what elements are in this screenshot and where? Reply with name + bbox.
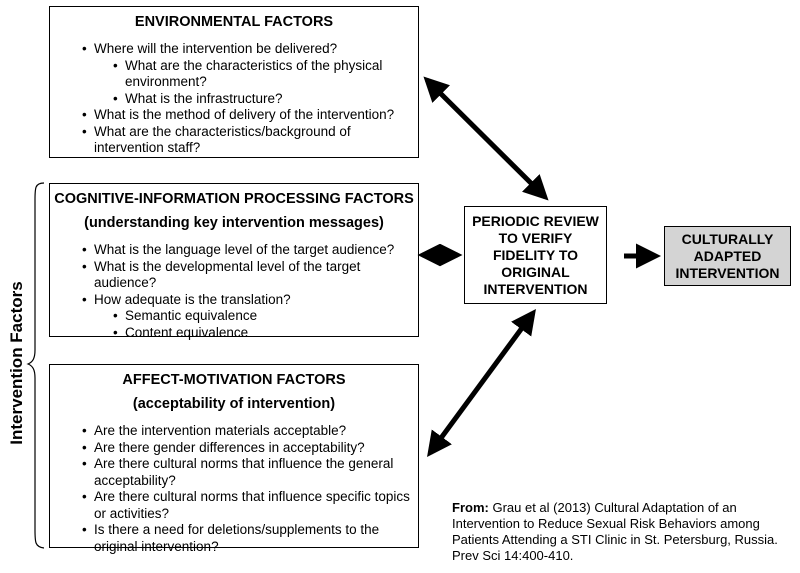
list-item: Are there gender differences in acceptab… [82, 440, 418, 457]
arrow-affect-review [427, 308, 536, 458]
environmental-factors-box: ENVIRONMENTAL FACTORS Where will the int… [49, 6, 419, 158]
list-item: Where will the intervention be delivered… [82, 41, 418, 58]
affect-motivation-subtitle: (acceptability of intervention) [132, 396, 336, 412]
intervention-factors-brace [26, 182, 45, 549]
list-item: Are there cultural norms that influence … [82, 456, 418, 489]
list-item: What is the developmental level of the t… [82, 259, 418, 292]
list-item: What is the method of delivery of the in… [82, 107, 418, 124]
cognitive-factors-subtitle: (understanding key intervention messages… [84, 215, 384, 231]
arrow-environmental-review [423, 76, 549, 201]
affect-motivation-list: Are the intervention materials acceptabl… [50, 423, 418, 555]
environmental-factors-title: ENVIRONMENTAL FACTORS [134, 14, 334, 30]
list-item: Content equivalence [113, 325, 418, 342]
list-item: Semantic equivalence [113, 308, 418, 325]
list-item: Is there a need for deletions/supplement… [82, 522, 418, 555]
list-item: What is the language level of the target… [82, 242, 418, 259]
citation-text: Grau et al (2013) Cultural Adaptation of… [452, 500, 778, 563]
culturally-adapted-title: CULTURALLY ADAPTED INTERVENTION [675, 230, 780, 281]
periodic-review-box: PERIODIC REVIEW TO VERIFY FIDELITY TO OR… [464, 206, 607, 304]
list-item: Are there cultural norms that influence … [82, 489, 418, 522]
citation: From: Grau et al (2013) Cultural Adaptat… [452, 500, 797, 564]
list-item: How adequate is the translation? [82, 292, 418, 309]
culturally-adapted-box: CULTURALLY ADAPTED INTERVENTION [664, 226, 791, 286]
affect-motivation-title: AFFECT-MOTIVATION FACTORS [122, 372, 346, 388]
affect-motivation-box: AFFECT-MOTIVATION FACTORS (acceptability… [49, 364, 419, 554]
citation-label: From: [452, 500, 489, 515]
list-item: What are the characteristics/background … [82, 124, 418, 157]
environmental-factors-list: Where will the intervention be delivered… [50, 41, 418, 157]
cognitive-factors-list: What is the language level of the target… [50, 242, 418, 341]
cognitive-factors-title: COGNITIVE-INFORMATION PROCESSING FACTORS [54, 191, 414, 207]
list-item: What is the infrastructure? [113, 91, 418, 108]
list-item: What are the characteristics of the phys… [113, 58, 418, 91]
periodic-review-title: PERIODIC REVIEW TO VERIFY FIDELITY TO OR… [472, 212, 599, 297]
list-item: Are the intervention materials acceptabl… [82, 423, 418, 440]
